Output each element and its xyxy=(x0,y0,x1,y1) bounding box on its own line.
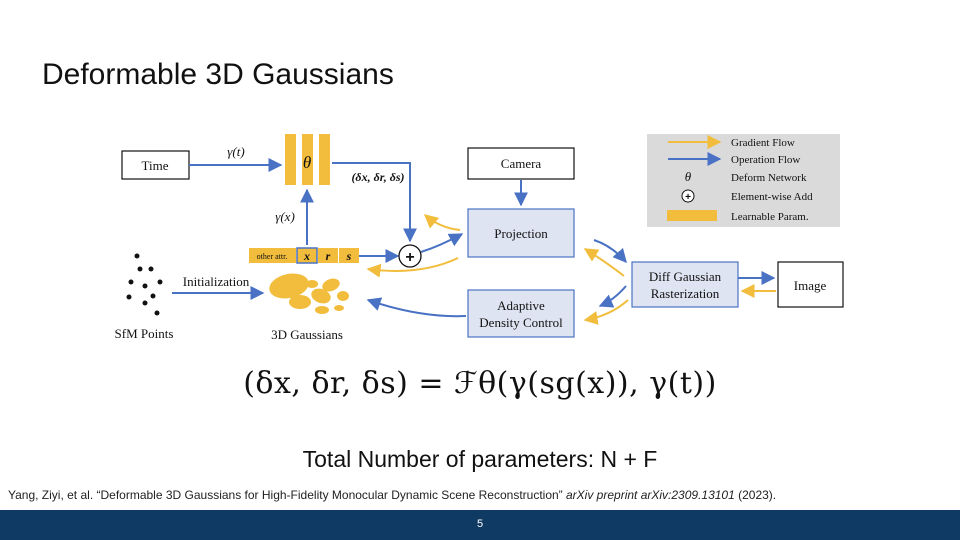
deltas-label: (δx, δr, δs) xyxy=(351,170,404,184)
rasterizer-to-density-arrow xyxy=(598,285,627,308)
rasterization-box xyxy=(631,261,739,308)
deform-network-bar-mid xyxy=(302,134,313,185)
gradient-to-network-arrow xyxy=(423,214,461,231)
legend-learnable-swatch xyxy=(667,210,717,221)
density-to-gaussians-arrow xyxy=(366,297,467,318)
gradient-to-gaussians-arrow xyxy=(366,257,459,278)
deform-network-bar-left xyxy=(285,134,296,185)
legend-add-symbol: + xyxy=(685,192,691,203)
legend-add-swatch xyxy=(681,189,695,203)
deform-output-arrow xyxy=(332,162,417,243)
elementwise-add-symbol: + xyxy=(405,249,414,266)
attr-s-label: s xyxy=(346,249,352,263)
gaussians-label: 3D Gaussians xyxy=(271,327,343,342)
rasterization-label-line1: Diff Gaussian xyxy=(649,269,722,284)
legend-operation-label: Operation Flow xyxy=(731,154,800,166)
camera-box xyxy=(467,147,575,180)
legend-theta-symbol: θ xyxy=(685,169,692,184)
theta-label: θ xyxy=(303,153,311,172)
initialization-label: Initialization xyxy=(183,274,250,289)
slide-title: Deformable 3D Gaussians xyxy=(42,58,394,91)
deform-network xyxy=(285,134,330,185)
projection-box xyxy=(467,208,575,258)
total-parameters: Total Number of parameters: N + F xyxy=(302,446,658,472)
deform-network-bar-right xyxy=(319,134,330,185)
gaussian-ellipsoids xyxy=(269,273,349,314)
citation: Yang, Ziyi, et al. “Deformable 3D Gaussi… xyxy=(8,488,776,502)
rasterizer-to-projection-gradient xyxy=(583,248,625,277)
camera-label: Camera xyxy=(501,156,542,171)
sfm-point-cloud xyxy=(126,253,163,316)
rasterizer-to-density-gradient xyxy=(583,299,629,325)
gamma-x-label: γ(x) xyxy=(275,209,295,224)
footer-bar: 5 xyxy=(0,510,960,540)
citation-year: (2023). xyxy=(734,488,777,502)
legend-add-label: Element-wise Add xyxy=(731,191,813,203)
attr-x-cell xyxy=(296,247,318,264)
attr-r-label: r xyxy=(326,249,331,263)
image-box xyxy=(777,261,844,308)
attr-r-cell xyxy=(318,248,338,263)
elementwise-add-node xyxy=(398,244,422,268)
sfm-label: SfM Points xyxy=(115,326,174,341)
other-attr-cell xyxy=(249,248,296,263)
adaptive-density-box xyxy=(467,289,575,338)
gaussian-attributes-bar xyxy=(249,247,359,264)
projection-to-rasterizer-arrow xyxy=(593,239,627,264)
attr-s-cell xyxy=(339,248,359,263)
other-attr-label: other attr. xyxy=(257,252,288,261)
time-label: Time xyxy=(142,158,169,173)
adaptive-label-line2: Density Control xyxy=(479,315,563,330)
legend-deform-label: Deform Network xyxy=(731,172,807,184)
gamma-t-label: γ(t) xyxy=(227,144,244,159)
legend: Gradient Flow Operation Flow θ Deform Ne… xyxy=(647,134,840,227)
deformation-equation: (δx, δr, δs) = ℱθ(γ(sg(x)), γ(t)) xyxy=(243,366,717,401)
attr-x-label: x xyxy=(303,249,310,263)
pipeline-diagram: Time γ(t) θ (δx, δr, δs) γ(x) other attr… xyxy=(115,134,844,342)
page-number: 5 xyxy=(476,518,484,530)
citation-authors-title: Yang, Ziyi, et al. “Deformable 3D Gaussi… xyxy=(8,488,566,502)
time-box xyxy=(121,150,190,180)
adaptive-label-line1: Adaptive xyxy=(497,298,545,313)
legend-learnable-label: Learnable Param. xyxy=(731,211,809,223)
rasterization-label-line2: Rasterization xyxy=(651,286,720,301)
projection-label: Projection xyxy=(494,226,548,241)
citation-venue: arXiv preprint arXiv:2309.13101 xyxy=(566,488,735,502)
image-label: Image xyxy=(794,278,827,293)
add-to-projection-arrow xyxy=(420,233,464,253)
legend-gradient-label: Gradient Flow xyxy=(731,137,795,149)
